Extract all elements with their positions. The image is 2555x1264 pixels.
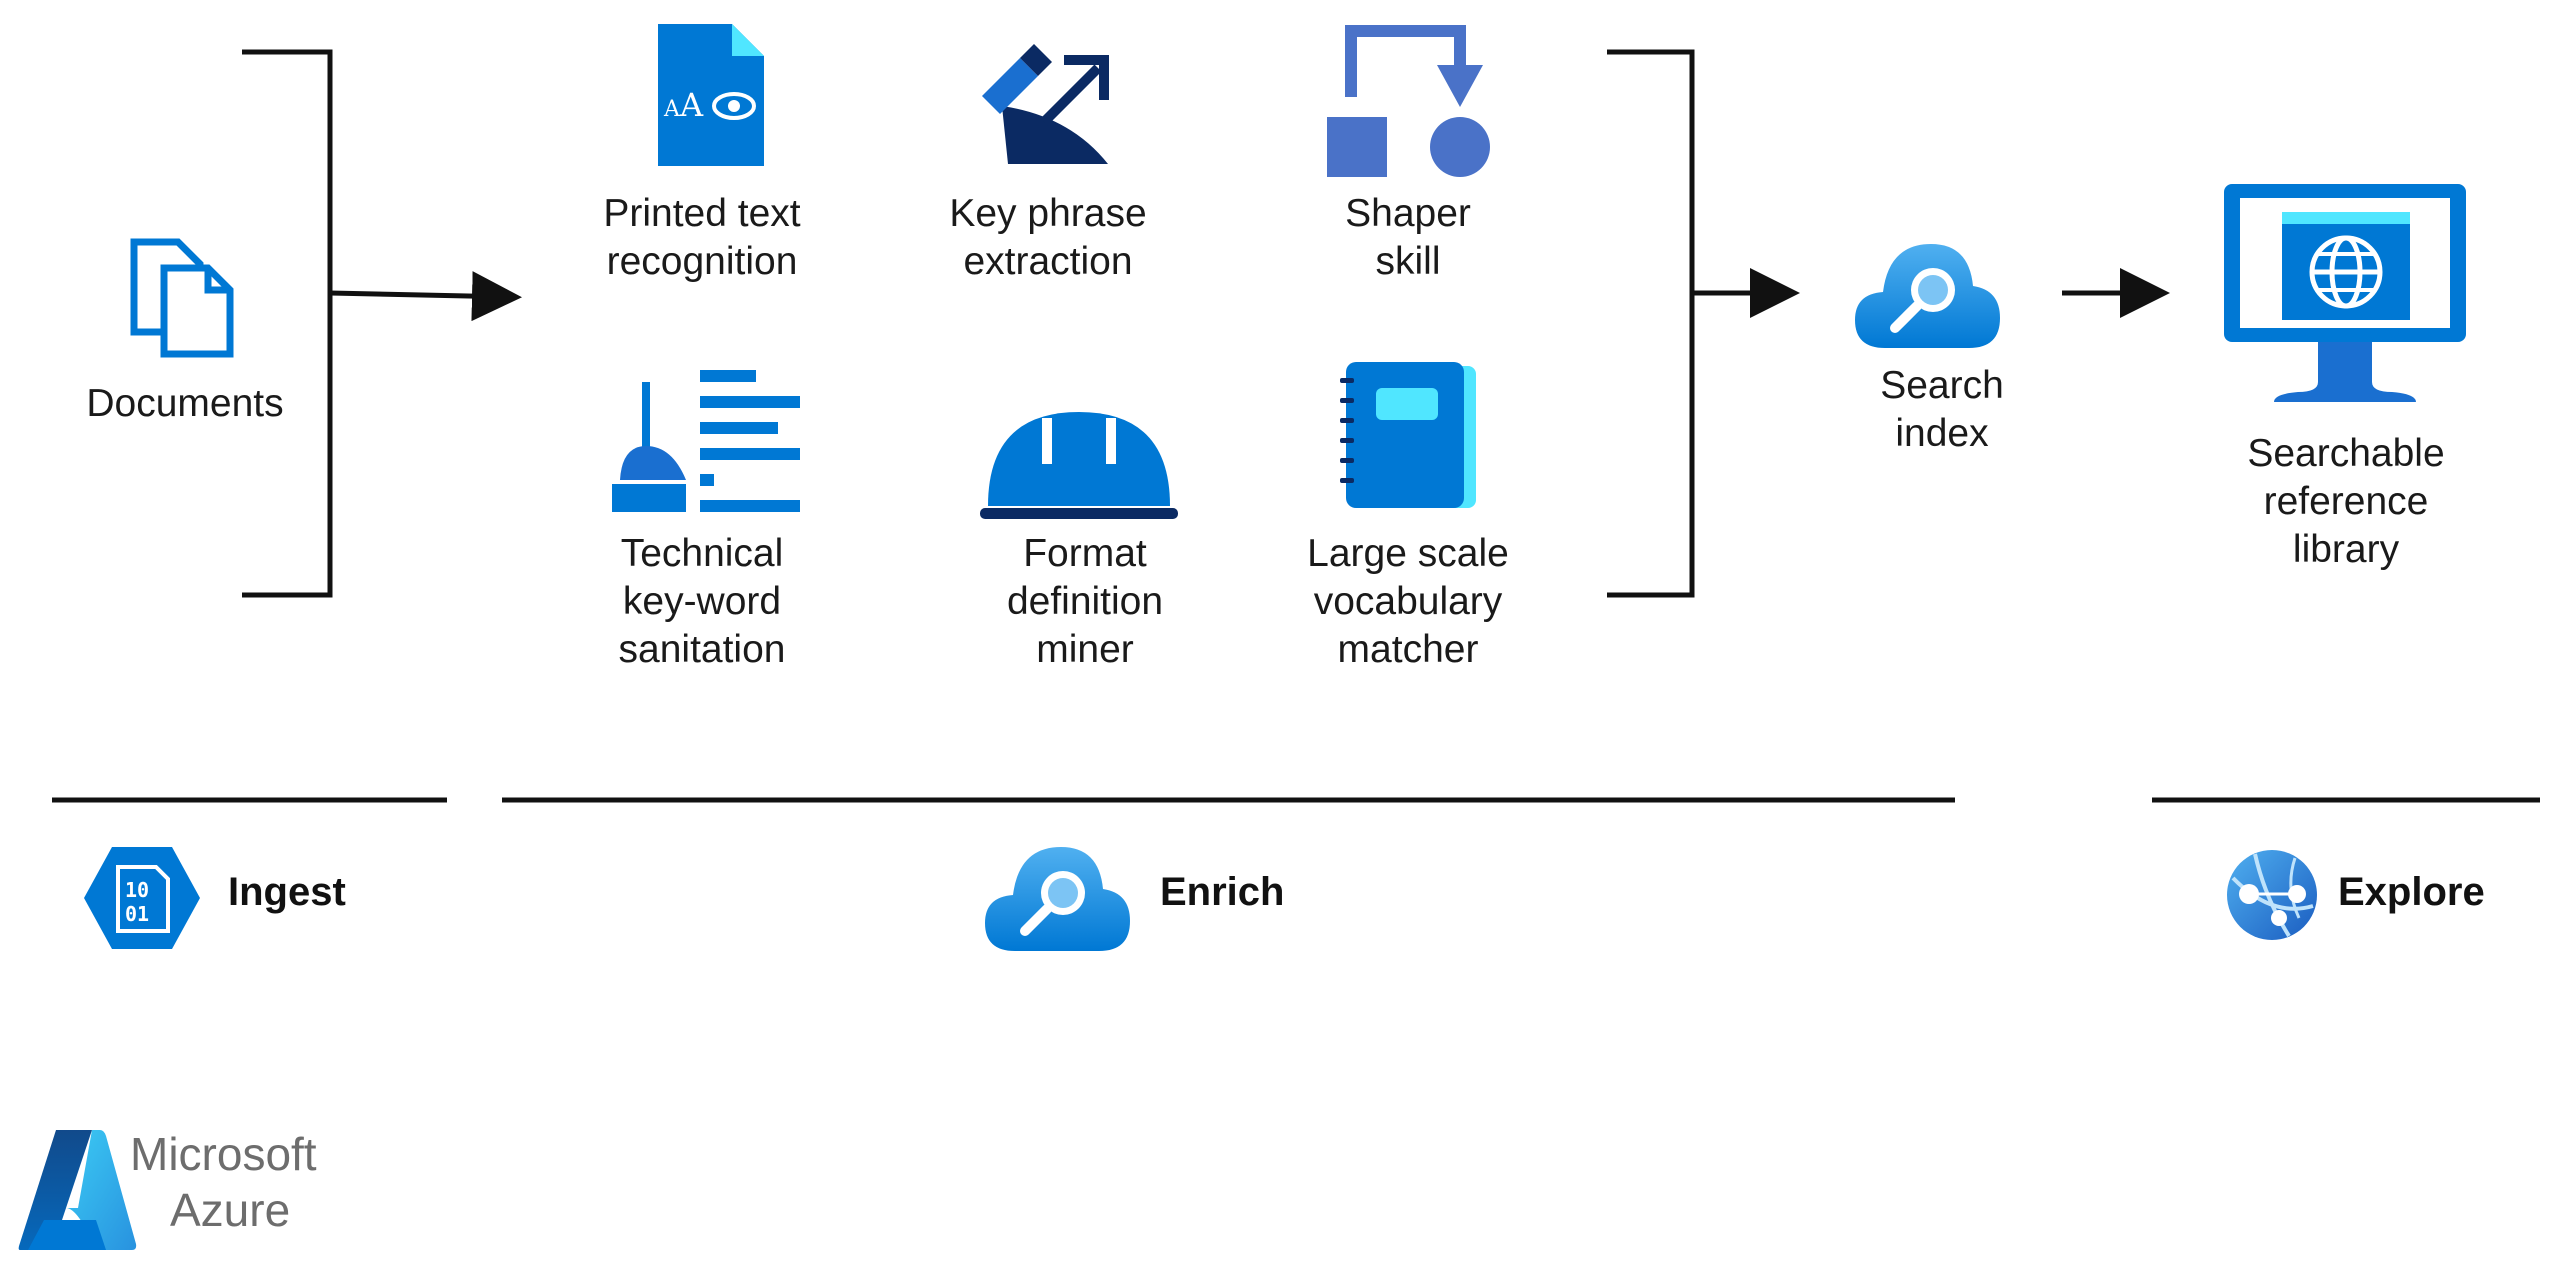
hard-hat-icon: [980, 412, 1178, 519]
documents-label: Documents: [86, 382, 284, 425]
ingest-phase-icon-wrap: 10 01: [82, 845, 202, 951]
arrow-to-skills: [329, 271, 522, 322]
skill-technical-keyword-sanitation: [610, 370, 800, 516]
left-bracket: [242, 49, 333, 598]
ingest-phase-label: Ingest: [228, 870, 346, 914]
binary-hexagon-icon: 10 01: [84, 847, 200, 949]
enrich-phase-label: Enrich: [1160, 870, 1285, 914]
broom-list-icon: [612, 370, 800, 512]
network-globe-icon: [2227, 850, 2317, 940]
search-cloud-icon: [1855, 244, 2000, 348]
skill-large-scale-vocabulary-matcher: [1340, 362, 1480, 510]
explore-phase-icon-wrap: [2225, 848, 2319, 942]
skill-printed-text-recognition: A A: [650, 22, 770, 168]
azure-brand-line1: Microsoft: [130, 1128, 317, 1180]
right-bracket: [1607, 49, 1695, 598]
azure-brand-line2: Azure: [170, 1184, 291, 1236]
svg-text:01: 01: [125, 902, 149, 926]
search-index-node: [1855, 242, 2000, 350]
svg-text:10: 10: [125, 878, 149, 902]
enrich-phase-icon-wrap: [985, 845, 1130, 953]
documents-icon: [130, 238, 234, 358]
svg-text:A: A: [679, 86, 704, 124]
azure-logo-icon: [18, 1130, 137, 1250]
pen-arrow-icon: [982, 44, 1109, 164]
skill-key-phrase-extraction: [980, 38, 1120, 168]
svg-text:A: A: [663, 97, 681, 122]
explore-phase-label: Explore: [2338, 870, 2485, 914]
azure-branding: Microsoft Azure: [18, 1128, 358, 1253]
skill-shaper: [1325, 25, 1495, 177]
documents-node: [120, 232, 250, 362]
web-monitor-icon: [2224, 184, 2466, 402]
ocr-document-eye-icon: A A: [658, 24, 764, 166]
notebook-icon: [1340, 362, 1476, 508]
reference-library-node: [2222, 182, 2468, 404]
search-cloud-icon: [985, 847, 1130, 951]
skill-format-definition-miner: [978, 410, 1180, 520]
shapes-flow-icon: [1327, 25, 1490, 177]
